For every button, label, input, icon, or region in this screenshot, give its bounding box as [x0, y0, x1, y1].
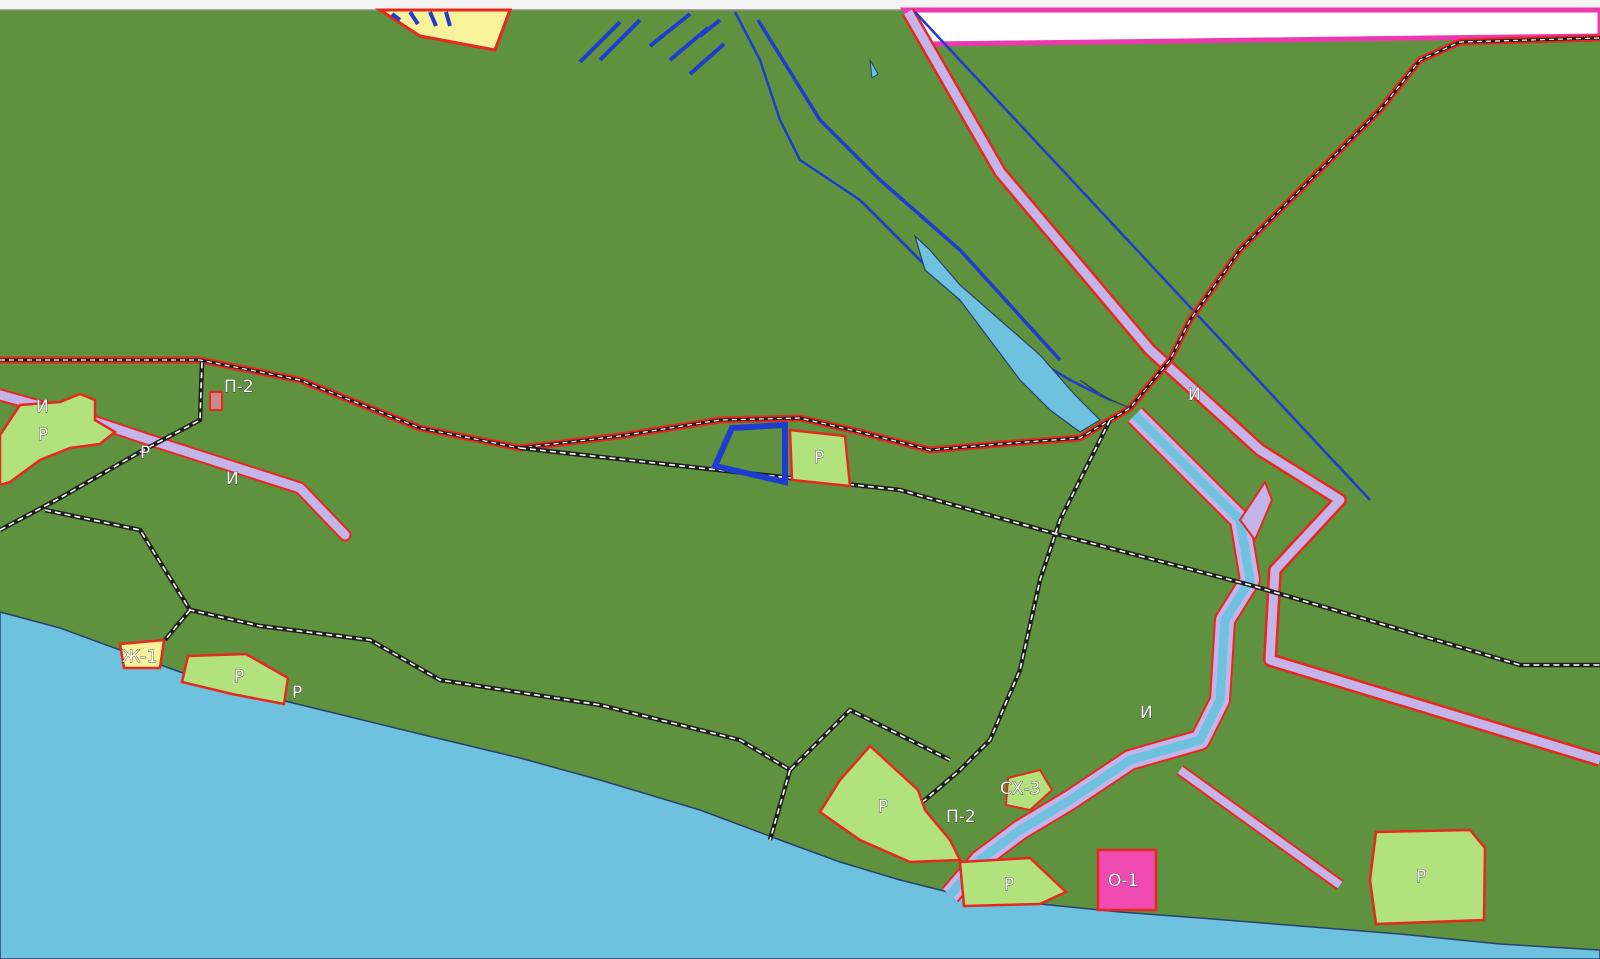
label-r-south: Р: [878, 797, 888, 817]
label-i-corridor: И: [226, 469, 239, 489]
residential-zone-top: [374, 8, 513, 52]
label-i-west: И: [36, 397, 49, 417]
recreation-zone-center: [788, 428, 852, 488]
industrial-zone-p2: [209, 391, 223, 411]
label-p2-north: П-2: [224, 377, 254, 397]
label-r-coast: Р: [234, 667, 244, 687]
label-i-south: И: [1140, 703, 1153, 723]
parcel-outline: [710, 421, 788, 486]
label-r-road: Р: [140, 443, 150, 463]
label-p2-south: П-2: [946, 807, 976, 827]
label-r-east: Р: [1416, 867, 1426, 887]
label-r-south-2: Р: [1004, 875, 1014, 895]
label-r-coast-2: Р: [292, 683, 302, 703]
recreation-zone-coast-west: [180, 652, 290, 706]
agricultural-zone-skh3: [1004, 768, 1054, 812]
top-edge: [0, 0, 1600, 10]
recreation-zone-east: [1368, 828, 1487, 926]
label-skh3: СХ-3: [1000, 779, 1040, 799]
label-zh1: Ж-1: [122, 647, 157, 667]
lake: [913, 234, 1101, 433]
recreation-zone-west: [0, 392, 118, 487]
label-o1: О-1: [1108, 871, 1138, 891]
label-i-northeast: И: [1188, 385, 1201, 405]
recreation-zone-south: [818, 744, 962, 864]
label-r-west: Р: [38, 425, 48, 445]
residential-zone-zh1: [118, 638, 166, 670]
recreation-zone-south-2: [958, 856, 1069, 908]
drainage-hatching: [390, 10, 726, 76]
public-zone-o1: [1096, 848, 1158, 912]
label-r-center: Р: [814, 448, 824, 468]
river-lower: [946, 411, 1255, 898]
